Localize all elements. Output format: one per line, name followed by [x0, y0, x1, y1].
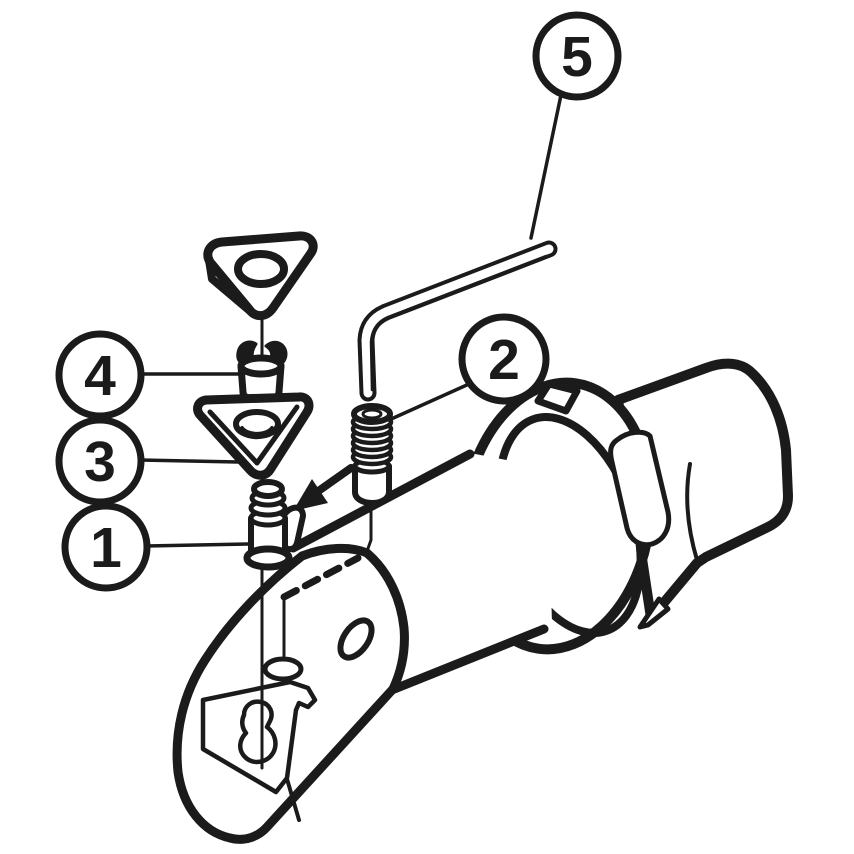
balloon-4-label: 4 [84, 344, 116, 408]
balloon-5-circle [532, 11, 622, 101]
balloon-1: 1 [61, 502, 250, 592]
insert-stack [193, 231, 318, 770]
coupling-outline [613, 358, 793, 623]
clamp-head-rim [237, 354, 285, 378]
balloon-3-leader [138, 458, 240, 464]
cutting-insert [203, 231, 318, 321]
pocket-screw-hole [238, 699, 278, 765]
insert-center-hole [234, 250, 288, 288]
screw-socket [361, 408, 383, 420]
balloon-1-label: 1 [90, 516, 122, 580]
balloon-2-label: 2 [488, 328, 520, 392]
shim-thread-arcs [240, 426, 274, 440]
balloon-3-label: 3 [84, 430, 116, 494]
shim-top-face-edge [207, 404, 300, 466]
flange-key-tab [534, 380, 581, 415]
head-hidden-edge-dashed [280, 554, 362, 601]
lock-pin [243, 479, 306, 571]
balloons: 1 2 3 4 5 [55, 11, 622, 592]
hex-key-face [361, 244, 554, 398]
balloon-2: 2 [387, 313, 550, 422]
insert-pocket [200, 679, 318, 795]
balloon-5-label: 5 [561, 25, 593, 89]
hex-key [357, 240, 558, 402]
head-top-hole [262, 656, 304, 682]
shim-plate [193, 392, 314, 480]
balloon-5: 5 [529, 11, 622, 240]
pin-top [251, 479, 285, 499]
arrow-head [293, 479, 328, 511]
capto-coupling [613, 358, 793, 623]
shank-bottom-edge [387, 624, 549, 695]
screw-lower-body [352, 463, 392, 506]
cutting-head [172, 543, 409, 844]
balloon-2-circle [458, 313, 550, 405]
balloon-3: 3 [55, 416, 240, 506]
balloon-1-leader [144, 542, 250, 548]
balloon-4-circle [55, 330, 145, 420]
set-screw [350, 403, 394, 506]
arrow-icon [293, 464, 355, 511]
pocket-corner-line [285, 777, 301, 822]
arrow-shaft [313, 464, 355, 496]
flange-slot [608, 429, 672, 548]
coupling-neck-junction-line [685, 462, 699, 562]
balloon-4: 4 [55, 330, 244, 420]
hex-key-facet-line [369, 254, 548, 392]
tool-body [172, 358, 793, 844]
balloon-2-leader [387, 382, 471, 422]
balloon-3-circle [55, 416, 145, 506]
pin-base-flange [243, 545, 293, 571]
balloon-5-leader [529, 93, 563, 240]
head-side-hole [337, 617, 375, 661]
balloon-1-circle [61, 502, 151, 592]
flange-notch [637, 596, 671, 630]
